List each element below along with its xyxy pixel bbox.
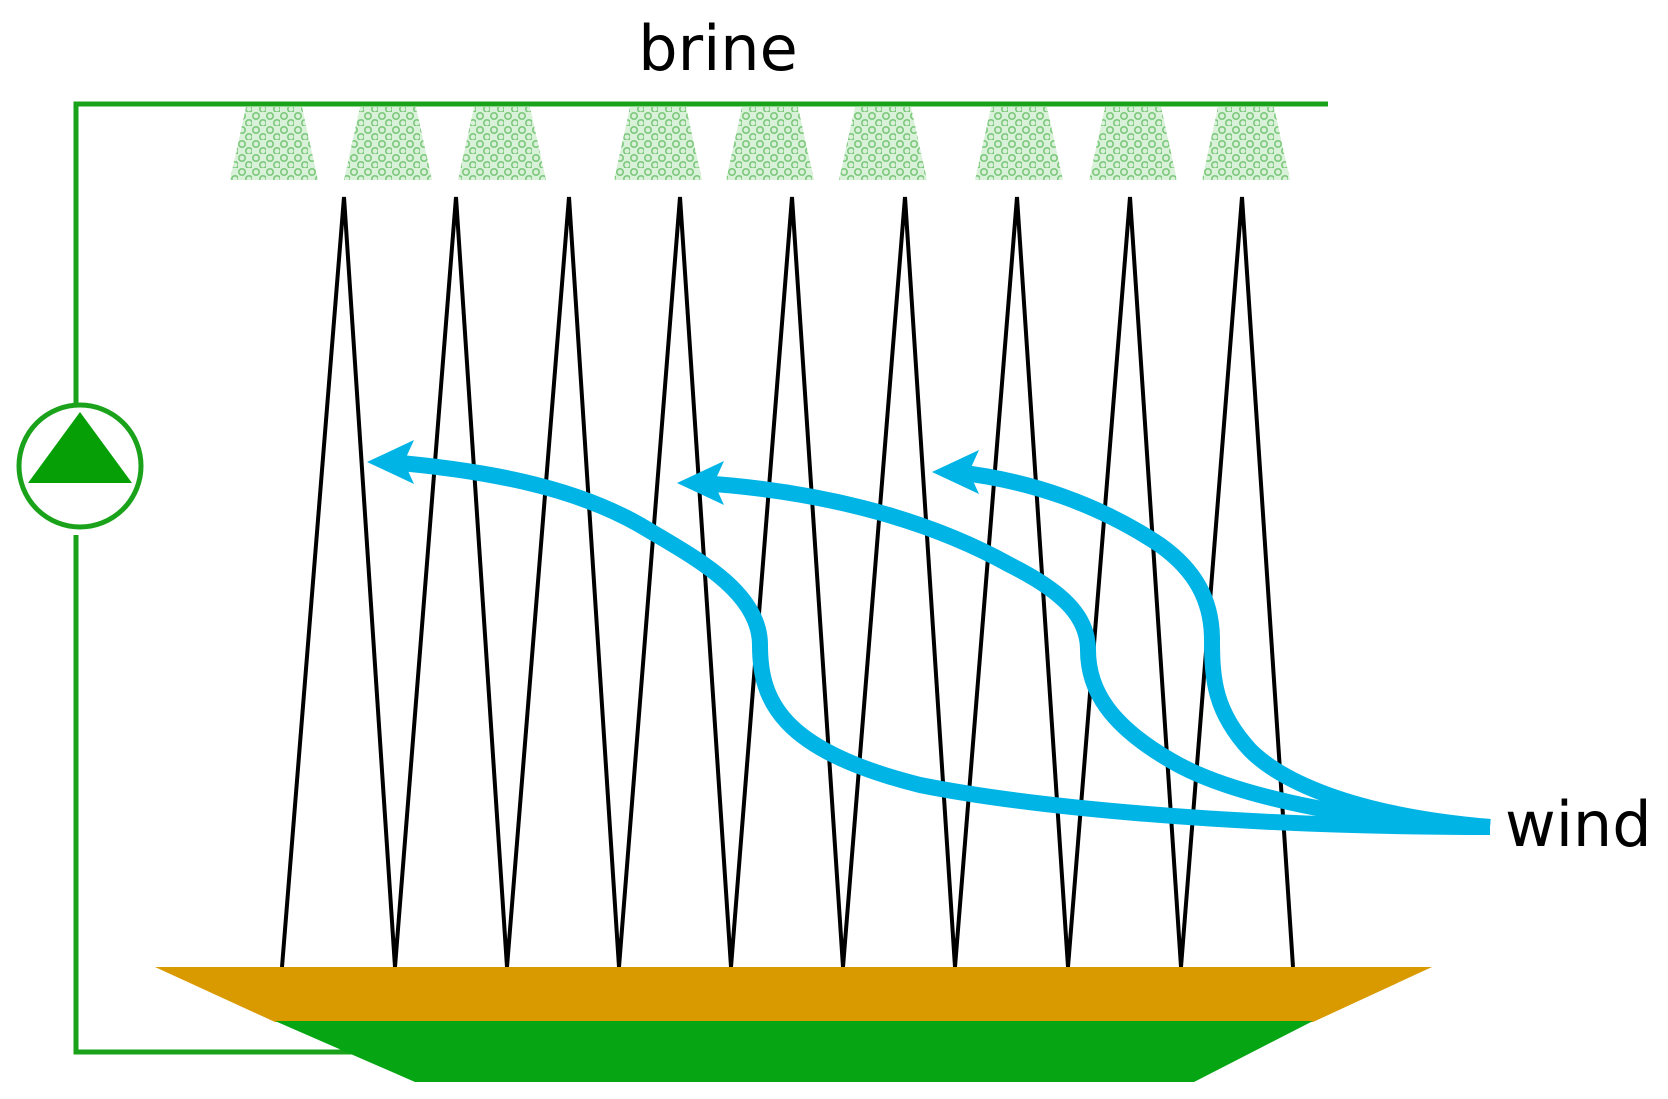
wind-arrow-long — [389, 454, 1491, 835]
wind-arrowhead-middle — [677, 461, 724, 505]
collecting-basin — [155, 967, 1432, 1082]
basin-top-layer — [155, 967, 1432, 1022]
wind-label: wind — [1505, 788, 1652, 861]
brine-pipe-return — [73, 535, 362, 1055]
spray-nozzle — [230, 107, 318, 180]
spray-nozzles — [230, 107, 1290, 180]
basin-bottom-layer — [275, 1021, 1313, 1082]
spray-nozzle — [839, 107, 927, 180]
wind-arrow-short — [954, 464, 1491, 835]
pump-icon — [16, 402, 144, 530]
thorn-wall-zigzag — [280, 196, 1295, 968]
spray-nozzle — [726, 107, 814, 180]
spray-nozzle — [975, 107, 1063, 180]
brine-pipe — [73, 101, 1328, 1055]
spray-nozzle — [1089, 107, 1177, 180]
wind-arrowhead-short — [932, 450, 979, 494]
wind-arrow-middle — [699, 475, 1491, 835]
spray-nozzle — [458, 107, 546, 180]
brine-pipe-top — [73, 101, 1328, 458]
brine-label: brine — [638, 12, 798, 85]
spray-nozzle — [344, 107, 432, 180]
wind-arrows — [367, 440, 1491, 835]
spray-nozzle — [1202, 107, 1290, 180]
pump-triangle — [28, 412, 132, 483]
spray-nozzle — [614, 107, 702, 180]
wind-arrowhead-long — [367, 440, 414, 484]
